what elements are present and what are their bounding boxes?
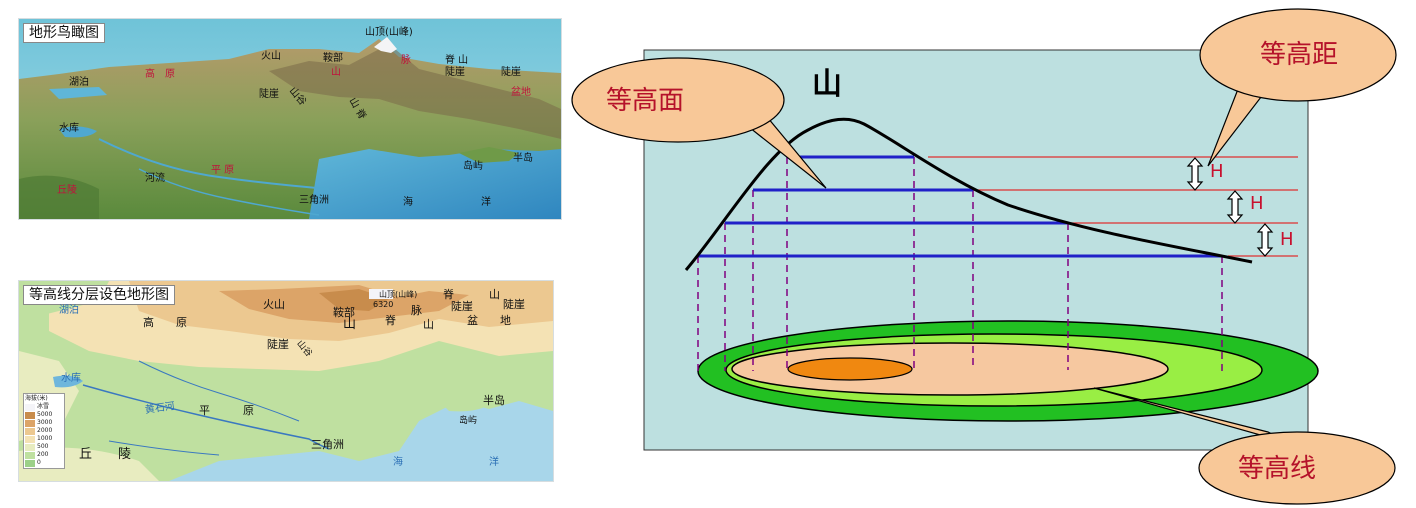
mountain-label: 山 xyxy=(812,67,842,102)
contour-interval-label: 等高距 xyxy=(1260,40,1339,70)
label-river: 河流 xyxy=(145,173,165,184)
label-plateau: 高 原 xyxy=(145,69,175,80)
legend-row: 冰雪 xyxy=(25,403,63,411)
projection-lines xyxy=(697,157,1223,372)
legend-swatch xyxy=(25,411,35,419)
callout-interval-bubble xyxy=(1199,8,1397,102)
interval-arrows xyxy=(1186,157,1274,257)
contour-map-image xyxy=(19,281,553,481)
contour-line-label: 等高线 xyxy=(1238,454,1317,484)
label-peninsula: 半岛 xyxy=(513,153,533,164)
contour-label-elevation: 6320 xyxy=(373,300,394,309)
contour-label-ridge-b: 山 xyxy=(489,288,500,301)
label-basin: 盆地 xyxy=(511,87,531,98)
legend-row: 1000 xyxy=(25,435,63,443)
callout-surface-bubble xyxy=(571,57,785,143)
contour-label-peninsula: 半岛 xyxy=(483,394,505,407)
birdseye-terrain-image xyxy=(19,19,561,219)
label-ridge: 脊 山 xyxy=(445,55,469,66)
contour-label-hill: 丘 陵 xyxy=(79,447,132,462)
contour-label-ridge-a: 脊 xyxy=(443,288,454,301)
contour-label-lake: 湖泊 xyxy=(59,305,79,316)
contour-label-mountain-char: 山 xyxy=(343,317,357,332)
label-ocean: 洋 xyxy=(481,197,491,208)
contour-surface-label: 等高面 xyxy=(606,86,685,116)
contour-concept-diagram: 山 等高面 等高距 等高线 H H H xyxy=(568,0,1416,508)
label-hill: 丘陵 xyxy=(57,185,77,196)
contour-label-plateau: 高 原 xyxy=(143,316,187,329)
legend-label: 5000 xyxy=(37,411,53,418)
label-sea: 海 xyxy=(403,197,413,208)
label-lake: 湖泊 xyxy=(69,77,89,88)
legend-row: 3000 xyxy=(25,419,63,427)
label-peak: 山顶(山峰) xyxy=(365,27,413,38)
contour-label-ocean: 洋 xyxy=(489,457,499,468)
legend-label: 0 xyxy=(37,459,41,466)
interval-h-label-2: H xyxy=(1250,193,1264,214)
legend-swatch xyxy=(25,427,35,435)
legend-label: 3000 xyxy=(37,419,53,426)
legend-label: 500 xyxy=(37,443,49,450)
legend-label: 冰雪 xyxy=(37,403,50,410)
interval-h-label-1: H xyxy=(1210,161,1224,182)
contour-label-volcano: 火山 xyxy=(263,298,285,311)
birdseye-title: 地形鸟瞰图 xyxy=(23,23,105,43)
contour-ellipse-core xyxy=(787,357,913,381)
layered-contour-map: 等高线分层设色地形图 湖泊 高 原 火山 山顶(山峰) 6320 鞍部 山 脊 … xyxy=(18,280,554,482)
mountain-profile xyxy=(684,117,1253,271)
label-vein-char: 脉 xyxy=(401,55,411,66)
contour-label-cliff-c: 陡崖 xyxy=(267,338,289,351)
contour-label-vein: 脉 xyxy=(411,304,422,317)
label-volcano: 火山 xyxy=(261,51,281,62)
legend-label: 2000 xyxy=(37,427,53,434)
interval-h-label-3: H xyxy=(1280,229,1294,250)
contour-label-cliff-b: 陡崖 xyxy=(503,298,525,311)
legend-row: 2000 xyxy=(25,427,63,435)
contour-title: 等高线分层设色地形图 xyxy=(23,285,175,305)
contour-label-reservoir: 水库 xyxy=(61,373,81,384)
legend-label: 200 xyxy=(37,451,49,458)
legend-title: 海拔(米) xyxy=(25,395,48,402)
callout-line-bubble xyxy=(1198,431,1396,505)
label-cliff-3: 陡崖 xyxy=(259,89,279,100)
label-mountain-char: 山 xyxy=(331,67,341,78)
legend-swatch xyxy=(25,435,35,443)
contour-label-ridge-c: 脊 xyxy=(385,314,396,327)
legend-swatch xyxy=(25,443,35,451)
contour-label-cliff-a: 陡崖 xyxy=(451,300,473,313)
legend-row: 500 xyxy=(25,443,63,451)
label-cliff-1: 陡崖 xyxy=(445,67,465,78)
contour-label-plain: 平 原 xyxy=(199,404,254,417)
contour-ellipse-inner xyxy=(731,342,1169,396)
legend-row: 5000 xyxy=(25,411,63,419)
contour-label-island: 岛屿 xyxy=(459,416,478,426)
legend-swatch xyxy=(25,419,35,427)
label-reservoir: 水库 xyxy=(59,123,79,134)
contour-label-peak: 山顶(山峰) xyxy=(379,290,418,299)
label-cliff-2: 陡崖 xyxy=(501,67,521,78)
legend-row: 0 xyxy=(25,459,63,467)
birdseye-terrain-map: 地形鸟瞰图 湖泊 高 原 火山 鞍部 山 山顶(山峰) 脉 脊 山 陡崖 陡崖 … xyxy=(18,18,562,220)
legend-row: 200 xyxy=(25,451,63,459)
contour-label-delta: 三角洲 xyxy=(311,438,344,451)
label-delta: 三角洲 xyxy=(299,195,329,206)
label-plain: 平 原 xyxy=(211,165,235,176)
label-island: 岛屿 xyxy=(463,161,483,172)
contour-label-sea: 海 xyxy=(393,457,403,468)
label-saddle: 鞍部 xyxy=(323,53,343,64)
contour-diagram-graphic xyxy=(571,8,1397,505)
legend-swatch xyxy=(25,459,35,467)
legend-label: 1000 xyxy=(37,435,53,442)
contour-label-basin: 盆 地 xyxy=(467,314,511,327)
legend-swatch xyxy=(25,451,35,459)
contour-label-saddle: 鞍部 xyxy=(333,306,355,319)
contour-label-ridge-d: 山 xyxy=(423,318,434,331)
legend-swatch xyxy=(25,403,35,411)
